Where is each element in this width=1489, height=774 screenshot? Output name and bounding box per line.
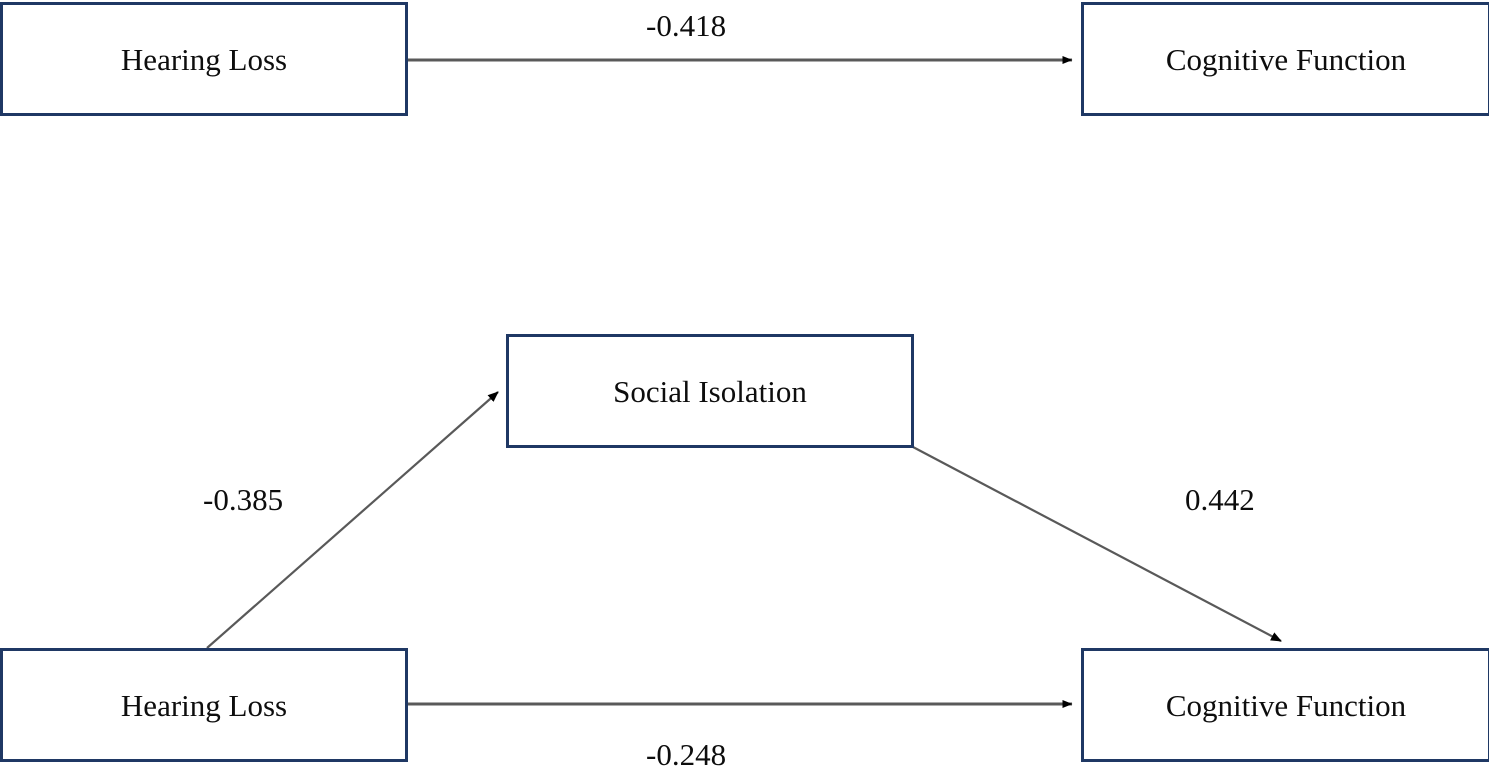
node-social-isolation: Social Isolation	[506, 334, 914, 448]
node-hearing-loss-mediation: Hearing Loss	[0, 648, 408, 762]
node-cognitive-function-total: Cognitive Function	[1081, 2, 1489, 116]
node-label: Hearing Loss	[120, 687, 288, 723]
node-label: Hearing Loss	[120, 41, 288, 77]
node-hearing-loss-total: Hearing Loss	[0, 2, 408, 116]
path-coefficient-total-effect: -0.418	[646, 8, 727, 43]
path-coefficient-a: -0.385	[203, 482, 284, 517]
node-cognitive-function-mediation: Cognitive Function	[1081, 648, 1489, 762]
node-label: Cognitive Function	[1165, 41, 1407, 77]
edge-path-a	[206, 391, 499, 649]
path-coefficient-direct-effect: -0.248	[646, 737, 727, 772]
node-label: Cognitive Function	[1165, 687, 1407, 723]
edge-path-b	[912, 446, 1282, 642]
path-coefficient-b: 0.442	[1185, 482, 1255, 517]
node-label: Social Isolation	[613, 373, 807, 409]
